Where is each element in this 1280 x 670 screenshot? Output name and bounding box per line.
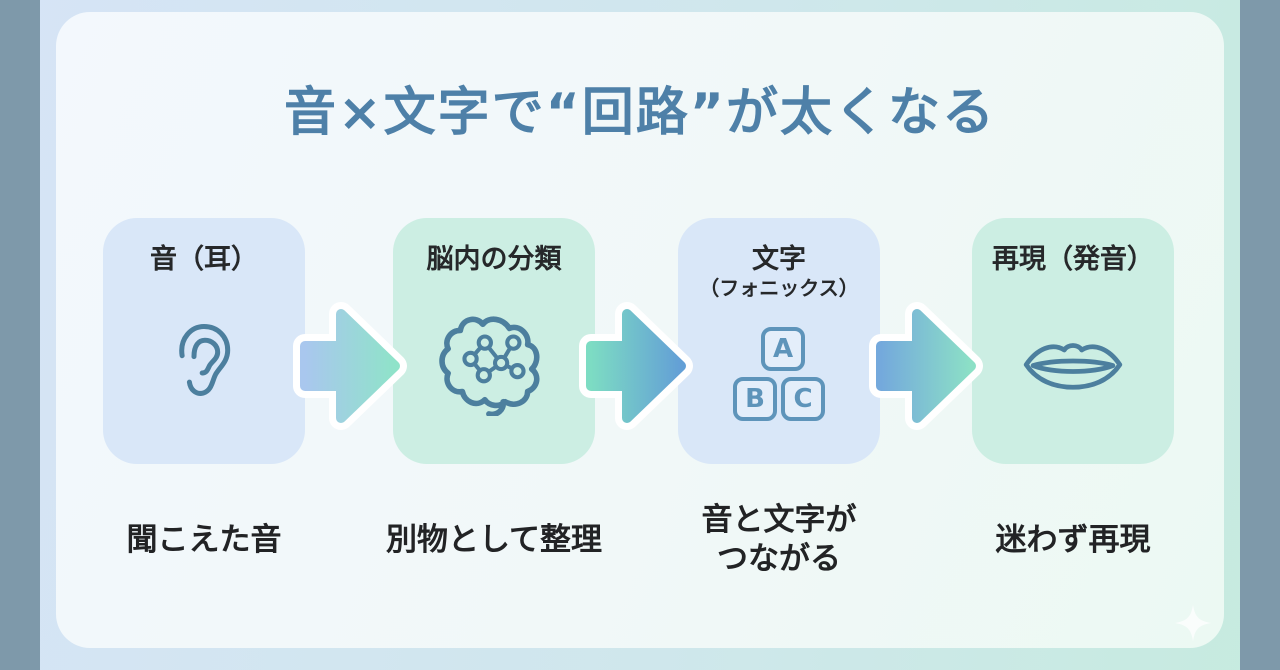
step-subheading: （フォニックス） bbox=[699, 276, 859, 301]
ear-icon bbox=[103, 276, 305, 464]
arrow-right-icon bbox=[869, 302, 983, 430]
step-caption: 迷わず再現 bbox=[995, 521, 1151, 558]
page-title: 音×文字で“回路”が太くなる bbox=[284, 83, 996, 143]
letter-block-b: B bbox=[733, 377, 777, 422]
block-letter: A bbox=[772, 334, 794, 365]
left-side-band bbox=[0, 0, 40, 670]
step-card-letters: 文字 （フォニックス） A B C bbox=[678, 218, 880, 464]
step-caption: 聞こえた音 bbox=[126, 521, 282, 558]
block-letter: C bbox=[793, 384, 813, 415]
arrow-right-icon bbox=[293, 302, 407, 430]
block-letter: B bbox=[745, 384, 765, 415]
letter-block-a: A bbox=[761, 327, 805, 372]
step-heading: 脳内の分類 bbox=[426, 244, 562, 275]
letter-block-c: C bbox=[781, 377, 825, 422]
step-heading: 文字 bbox=[752, 244, 806, 275]
step-heading: 音（耳） bbox=[150, 244, 258, 275]
sparkle-icon bbox=[1175, 605, 1211, 641]
step-caption: 音と文字が つながる bbox=[701, 502, 857, 577]
step-caption: 別物として整理 bbox=[385, 521, 603, 558]
step-card-brain: 脳内の分類 bbox=[393, 218, 595, 464]
content-panel: 音×文字で“回路”が太くなる 音（耳） 脳内の分類 bbox=[56, 12, 1224, 648]
brain-icon bbox=[393, 276, 595, 464]
lips-icon bbox=[972, 276, 1174, 464]
step-card-sound: 音（耳） bbox=[103, 218, 305, 464]
right-side-band bbox=[1240, 0, 1280, 670]
arrow-right-icon bbox=[579, 302, 693, 430]
step-heading: 再現（発音） bbox=[992, 244, 1154, 275]
abc-blocks-icon: A B C bbox=[678, 300, 880, 464]
step-card-pronounce: 再現（発音） bbox=[972, 218, 1174, 464]
